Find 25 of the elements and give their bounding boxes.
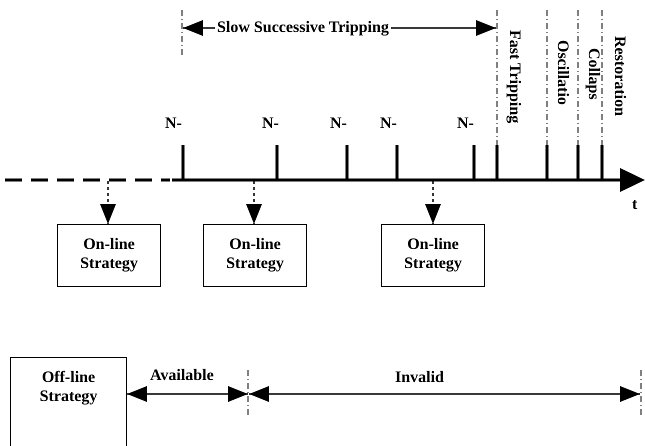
phase-label: Oscillatio (553, 40, 571, 105)
edge-label: Available (150, 367, 214, 385)
axis-label: t (632, 196, 638, 214)
strategy-box (203, 224, 307, 287)
strategy-box (57, 224, 161, 287)
arrow (100, 181, 116, 224)
phase-label: Invalid (395, 369, 444, 387)
phase-label: Collaps (584, 48, 602, 100)
box-text: Off-line Strategy (38, 368, 98, 406)
box-text: On-line Strategy (225, 235, 285, 273)
box-text: On-line Strategy (403, 235, 463, 273)
contingency-label: N- (380, 115, 397, 133)
contingency-label: N- (262, 115, 279, 133)
arrow (425, 181, 441, 224)
phase-label: Restoration (610, 36, 628, 116)
arrow (127, 386, 248, 402)
strategy-box (10, 357, 127, 446)
box-text: On-line Strategy (79, 235, 139, 273)
phase-label: Slow Successive Tripping (215, 19, 391, 37)
contingency-label: N- (330, 115, 347, 133)
phase-label: Fast Tripping (505, 30, 523, 124)
contingency-label: N- (457, 115, 474, 133)
arrow (246, 181, 262, 224)
contingency-label: N- (165, 115, 182, 133)
strategy-box (381, 224, 485, 287)
